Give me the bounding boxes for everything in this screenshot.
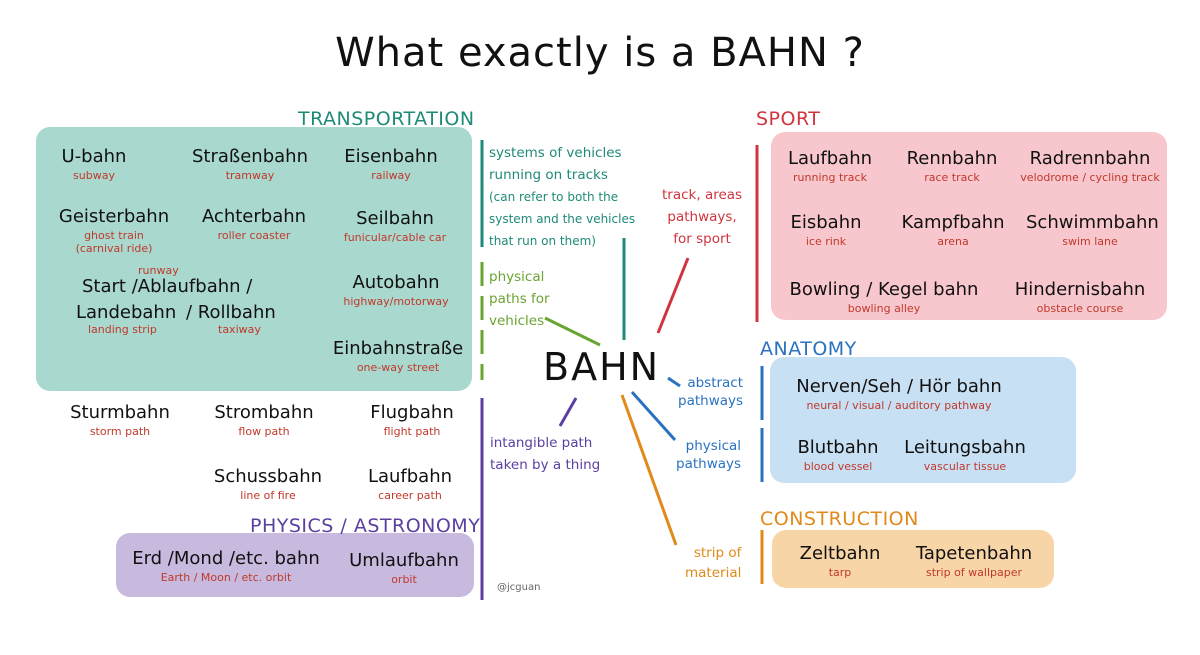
term-schwimmbahn: Schwimmbahn swim lane <box>1026 212 1159 248</box>
term-seilbahn: Seilbahn funicular/cable car <box>343 208 447 244</box>
term-laufbahn-career: Laufbahn career path <box>367 466 453 502</box>
term-sturmbahn: Sturmbahn storm path <box>70 402 170 438</box>
landing-strip-translation: landing strip <box>88 323 157 336</box>
taxiway-translation: taxiway <box>218 323 261 336</box>
term-landebahn: Landebahn <box>76 302 177 323</box>
term-strassenbahn: Straßenbahn tramway <box>191 146 308 182</box>
term-zeltbahn: Zeltbahn tarp <box>799 543 881 579</box>
term-eisbahn: Eisbahn ice rink <box>790 212 862 248</box>
vehicles-connector <box>544 316 601 347</box>
term-kampfbahn: Kampfbahn arena <box>901 212 1005 248</box>
sport-connector <box>656 257 690 334</box>
term-einbahnstrasse: Einbahnstraße one-way street <box>332 338 464 374</box>
anatomy-box <box>770 357 1076 483</box>
section-construction: CONSTRUCTION <box>760 508 919 530</box>
intangible-connector <box>558 397 578 427</box>
section-anatomy: ANATOMY <box>760 338 857 360</box>
physical-connector <box>630 390 677 442</box>
transportation-box <box>36 127 472 391</box>
term-umlaufbahn: Umlaufbahn orbit <box>349 550 459 586</box>
term-nerven-seh-hoerbahn: Nerven/Seh / Hör bahn neural / visual / … <box>796 376 1002 412</box>
note-strip: strip of material <box>685 545 742 581</box>
term-erd-mond-bahn: Erd /Mond /etc. bahn Earth / Moon / etc.… <box>132 548 320 584</box>
runway-label: runway <box>138 264 179 277</box>
note-abstract: abstract pathways <box>678 375 744 409</box>
note-systems: systems of vehicles running on tracks <box>489 145 622 183</box>
term-laufbahn-sport: Laufbahn running track <box>787 148 873 184</box>
section-transportation: TRANSPORTATION <box>298 108 475 130</box>
term-strombahn: Strombahn flow path <box>214 402 314 438</box>
term-eisenbahn: Eisenbahn railway <box>344 146 438 182</box>
term-geisterbahn: Geisterbahn ghost train (carnival ride) <box>58 206 170 255</box>
term-flugbahn: Flugbahn flight path <box>370 402 454 438</box>
page-title: What exactly is a BAHN ? <box>335 30 865 76</box>
note-physical-paths: physical paths for vehicles <box>489 269 550 329</box>
physics-box <box>116 533 474 597</box>
construction-box <box>772 530 1054 588</box>
note-physical-pathways: physical pathways <box>676 438 742 472</box>
term-rennbahn: Rennbahn race track <box>906 148 998 184</box>
section-physics: PHYSICS / ASTRONOMY <box>250 515 481 537</box>
note-intangible: intangible path taken by a thing <box>490 435 601 473</box>
term-radrennbahn: Radrennbahn velodrome / cycling track <box>1020 148 1160 184</box>
term-schussbahn: Schussbahn line of fire <box>213 466 323 502</box>
sport-box <box>771 132 1167 320</box>
term-autobahn: Autobahn highway/motorway <box>343 272 449 308</box>
term-hindernisbahn: Hindernisbahn obstacle course <box>1014 279 1146 315</box>
section-sport: SPORT <box>756 108 821 130</box>
term-u-bahn: U-bahn subway <box>61 146 127 182</box>
term-tapetenbahn: Tapetenbahn strip of wallpaper <box>915 543 1033 579</box>
term-bowling-kegelbahn: Bowling / Kegel bahn bowling alley <box>789 279 979 315</box>
term-start-ablaufbahn: Start /Ablaufbahn / <box>82 276 253 297</box>
term-achterbahn: Achterbahn roller coaster <box>201 206 307 242</box>
note-systems-sub: (can refer to both the system and the ve… <box>489 190 636 248</box>
term-rollbahn: / Rollbahn <box>186 302 276 323</box>
construction-connector <box>620 394 678 546</box>
term-blutbahn: Blutbahn blood vessel <box>797 437 879 473</box>
credit: @jcguan <box>497 582 541 593</box>
note-sport: track, areas pathways, for sport <box>662 187 743 247</box>
center-bahn: BAHN <box>543 345 661 389</box>
term-leitungsbahn: Leitungsbahn vascular tissue <box>904 437 1026 473</box>
